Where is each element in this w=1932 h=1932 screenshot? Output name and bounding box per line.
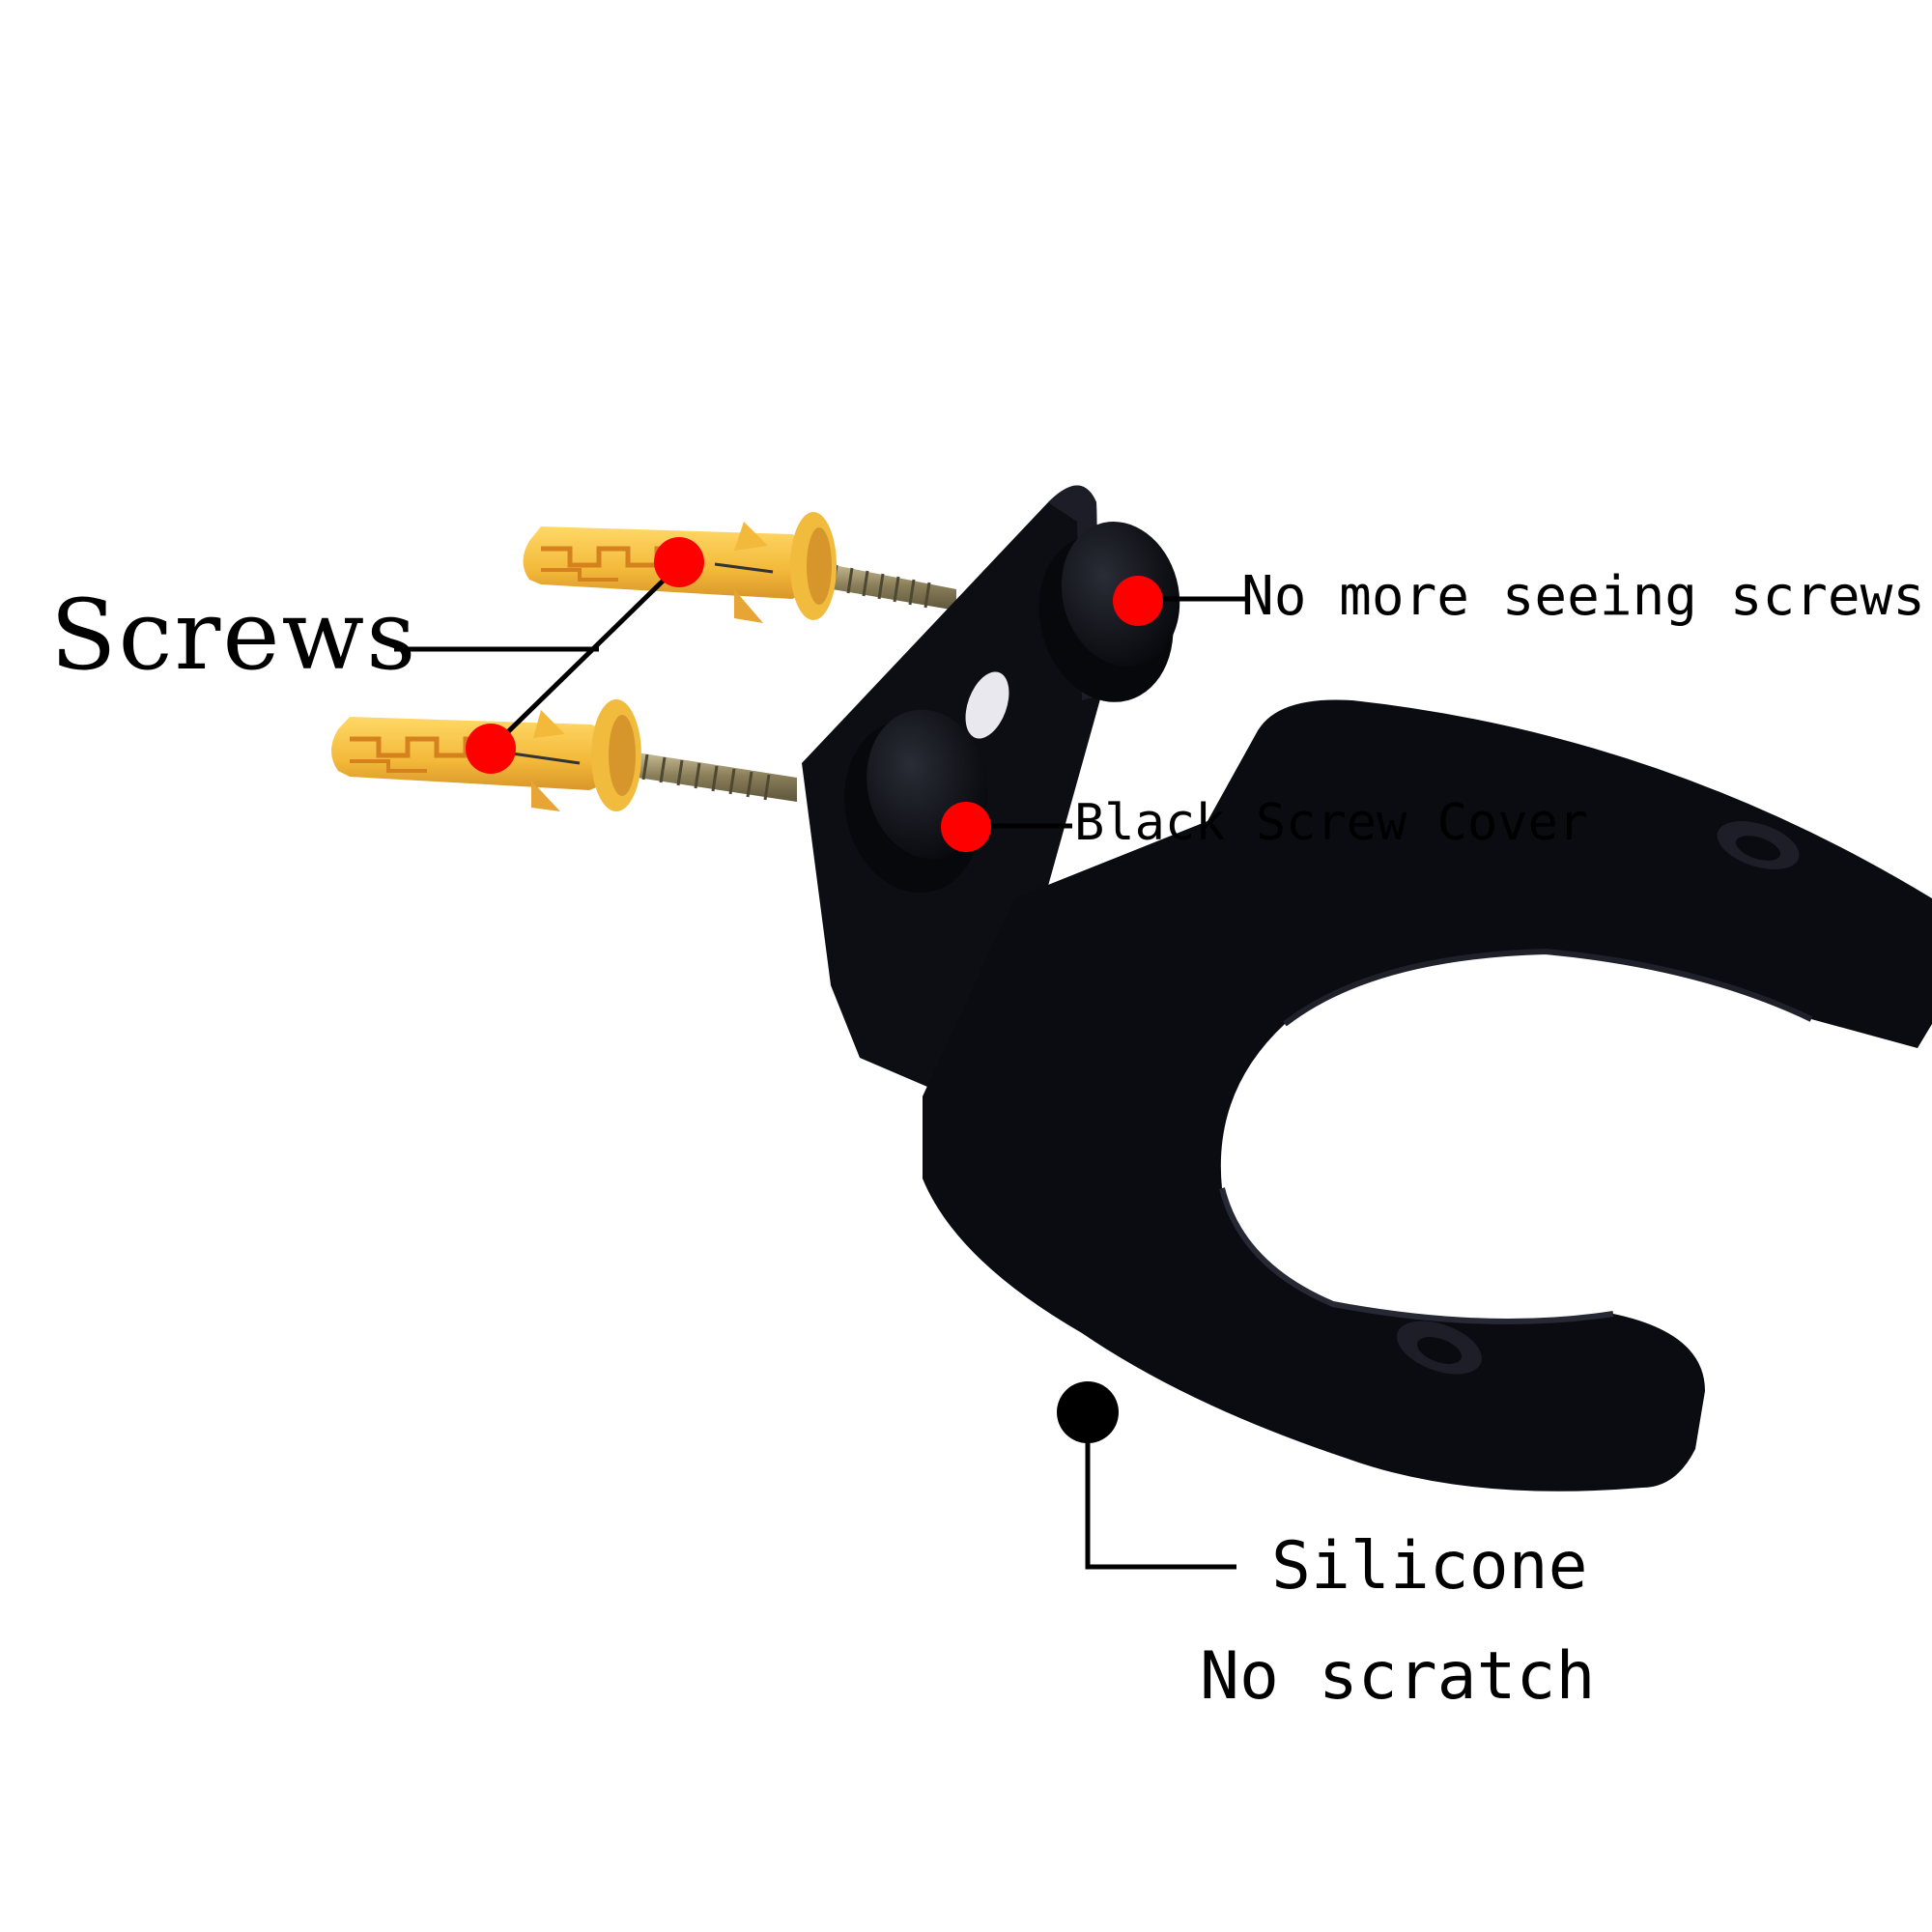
red-dot-marker: [654, 537, 704, 587]
red-dot-marker: [1113, 576, 1163, 626]
black-dot-marker: [1057, 1381, 1119, 1443]
plate-hole: [965, 671, 1009, 739]
black-screw-cover-label: Black Screw Cover: [1074, 794, 1589, 852]
screws-label: Screws: [50, 579, 418, 692]
no-scratch-label: No scratch: [1200, 1638, 1596, 1715]
silicone-label: Silicone: [1271, 1528, 1588, 1605]
red-dot-marker: [466, 724, 516, 774]
bracket-c-arm: [923, 699, 1932, 1492]
red-dot-marker: [941, 802, 991, 852]
no-more-seeing-screws-label: No more seeing screws: [1241, 565, 1926, 628]
screw-shaft-bottom: [618, 750, 797, 802]
